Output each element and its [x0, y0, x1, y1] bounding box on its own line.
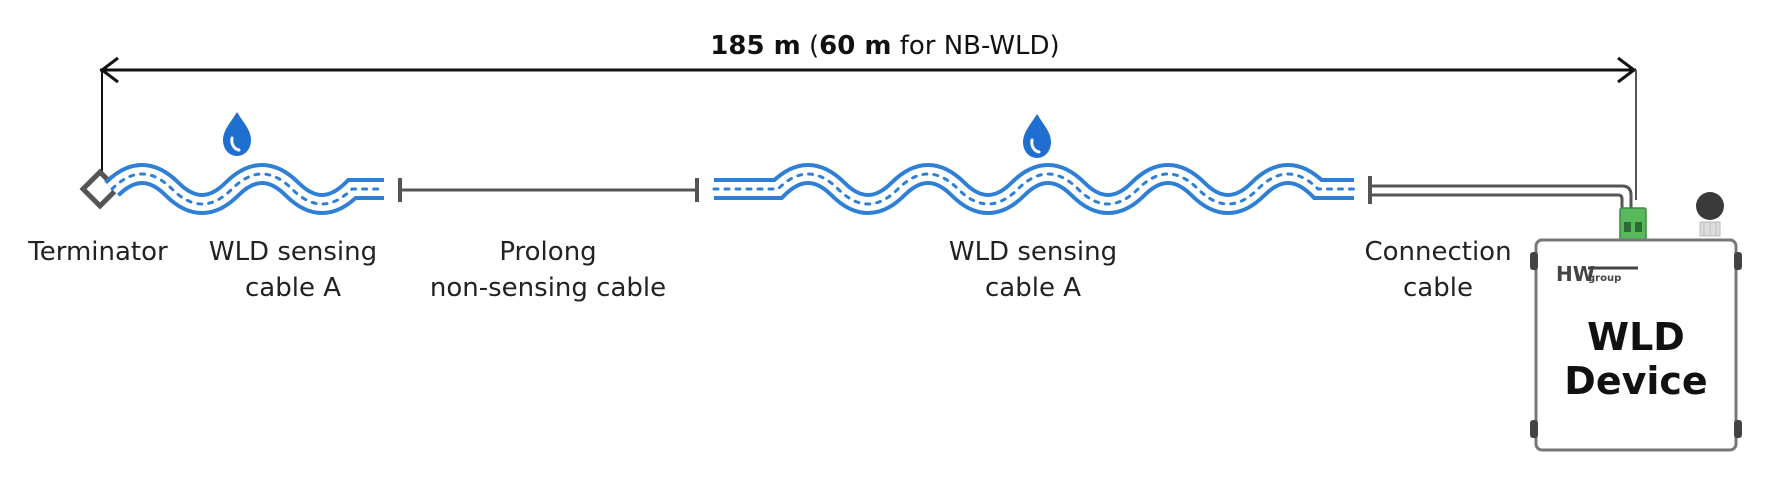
- connection-cable-label-line2: cable: [1403, 273, 1473, 303]
- span-open-paren: (: [801, 31, 819, 61]
- device-label-line1: WLD: [1587, 315, 1685, 359]
- span-alt-suffix: for NB-WLD): [891, 31, 1059, 61]
- sensing-cable-a-1-label-line1: WLD sensing: [209, 237, 377, 267]
- connection-cable-label-line1: Connection: [1364, 237, 1511, 267]
- wld-device: HW group WLD Device: [1530, 238, 1742, 452]
- logo-sub: group: [1588, 273, 1621, 284]
- span-label: 185 m (60 m for NB-WLD): [710, 31, 1059, 61]
- prolong-non-sensing-cable: [398, 178, 699, 202]
- sensing-cable-a-2-label-line2: cable A: [985, 273, 1081, 303]
- sensing-cable-a-2-label-line1: WLD sensing: [949, 237, 1117, 267]
- water-drop-icon: [223, 112, 251, 156]
- span-dimension: [99, 56, 1637, 200]
- hwgroup-logo: HW group: [1556, 262, 1638, 286]
- sensing-cable-a-2: [712, 163, 1356, 215]
- device-label-line2: Device: [1564, 359, 1707, 403]
- water-drop-icon: [1023, 114, 1051, 158]
- prolong-label-line2: non-sensing cable: [430, 273, 666, 303]
- sensing-cable-a-1: [104, 163, 386, 215]
- terminal-connector: [1619, 207, 1647, 241]
- prolong-label-line1: Prolong: [499, 237, 596, 267]
- logo-main: HW: [1556, 262, 1595, 286]
- sensor-probe-icon: [1696, 192, 1724, 237]
- span-alt-length: 60 m: [819, 31, 891, 61]
- terminator-label: Terminator: [27, 237, 168, 267]
- sensing-cable-a-1-label-line2: cable A: [245, 273, 341, 303]
- span-length: 185 m: [710, 31, 800, 61]
- connection-cable: [1368, 176, 1633, 212]
